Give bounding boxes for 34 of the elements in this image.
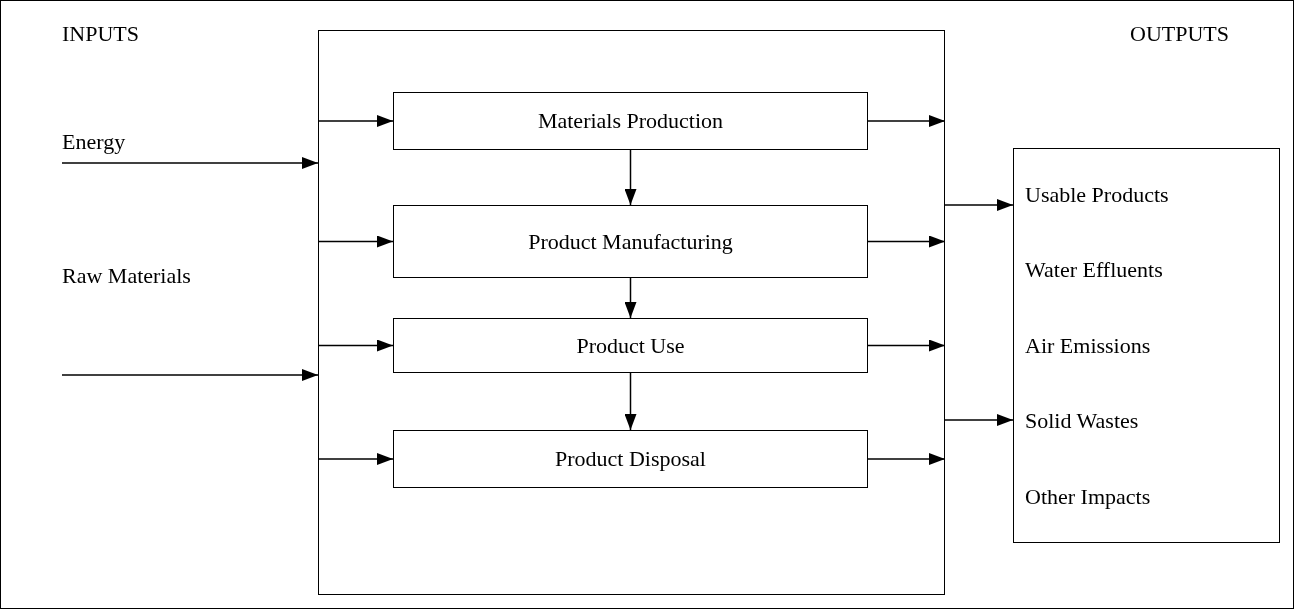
output-item: Air Emissions xyxy=(1025,331,1152,360)
arrow xyxy=(867,235,946,248)
arrow xyxy=(944,199,1014,211)
arrow xyxy=(317,453,394,465)
process-label: Product Manufacturing xyxy=(528,227,733,256)
output-item: Other Impacts xyxy=(1025,482,1152,510)
section-heading: INPUTS xyxy=(62,20,139,48)
arrow xyxy=(61,157,319,169)
outputs-box xyxy=(1013,148,1280,543)
output-item: Water Effluents xyxy=(1025,256,1164,284)
process-label: Product Use xyxy=(576,331,685,360)
arrow xyxy=(624,149,637,206)
container-box xyxy=(318,30,945,595)
output-item: Usable Products xyxy=(1025,180,1170,209)
edge-label: Energy xyxy=(62,128,126,156)
process-label: Materials Production xyxy=(537,107,724,135)
section-heading: OUTPUTS xyxy=(1130,20,1229,48)
arrow xyxy=(317,235,394,248)
process-box xyxy=(393,430,868,488)
arrow xyxy=(867,339,946,352)
arrow xyxy=(944,414,1014,426)
arrow xyxy=(624,277,637,319)
process-label: Product Disposal xyxy=(555,445,706,473)
arrow xyxy=(867,115,946,127)
arrow xyxy=(867,453,946,465)
arrow xyxy=(317,115,394,127)
edge-label: Raw Materials xyxy=(62,262,191,290)
arrow xyxy=(317,339,394,352)
process-box xyxy=(393,205,868,278)
process-box xyxy=(393,92,868,150)
arrow xyxy=(61,369,319,381)
output-item: Solid Wastes xyxy=(1025,407,1140,435)
arrow xyxy=(624,372,637,431)
process-box xyxy=(393,318,868,373)
